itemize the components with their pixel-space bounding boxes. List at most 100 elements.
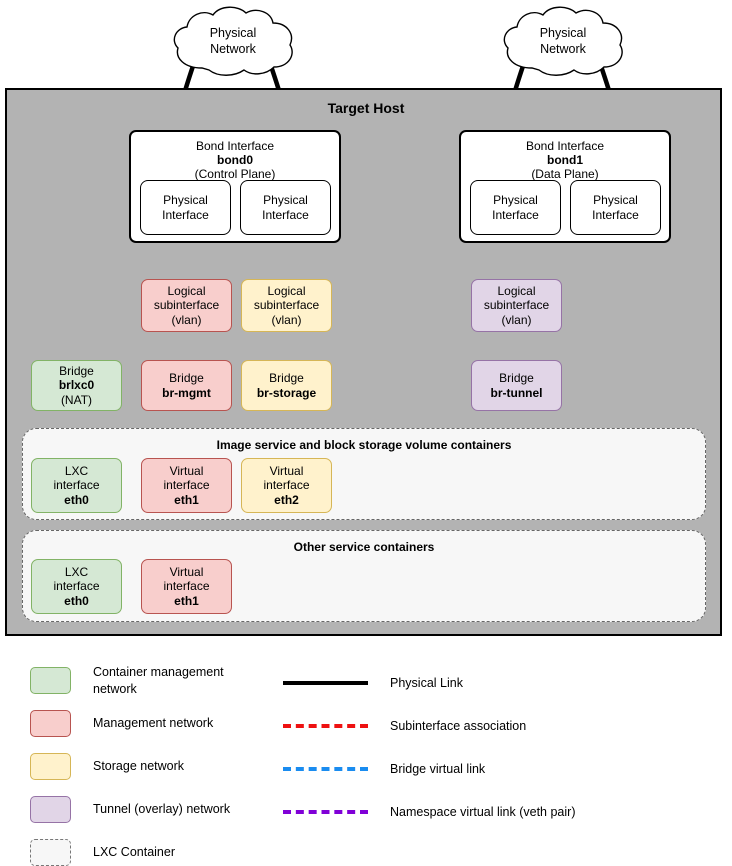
bond1-id: bond1: [547, 153, 583, 168]
img-block-virtual-interface-eth1: Virtual interface eth1: [141, 458, 232, 513]
container-group-image-block: Image service and block storage volume c…: [22, 428, 706, 520]
img-eth0-line2: interface: [53, 478, 100, 493]
legend: Container management network Management …: [0, 648, 732, 866]
bond0-role: (Control Plane): [194, 167, 276, 182]
img-eth1-dev: eth1: [174, 492, 199, 507]
legend-item-namespace-veth: Namespace virtual link (veth pair): [283, 804, 723, 821]
legend-item-subinterface-assoc: Subinterface association: [283, 718, 703, 735]
other-services-lxc-interface-eth0: LXC interface eth0: [31, 559, 122, 614]
img-eth0-dev: eth0: [64, 492, 89, 507]
bond0-phy2-line2: Interface: [262, 207, 309, 222]
container-group-other-services-title: Other service containers: [293, 540, 435, 554]
bond1-physical-interface-1: Physical Interface: [470, 180, 561, 235]
brmgmt-label: Bridge: [169, 371, 204, 386]
subif-tunnel-line3: (vlan): [501, 312, 532, 327]
logical-subinterface-tunnel: Logical subinterface (vlan): [471, 279, 562, 332]
bond1-phy2-line2: Interface: [592, 207, 639, 222]
cloud-physical-network-right: Physical Network: [498, 6, 628, 78]
cloud-physical-network-left: Physical Network: [168, 6, 298, 78]
bond1-phy1-line2: Interface: [492, 207, 539, 222]
subif-mgmt-line2: subinterface: [153, 298, 220, 313]
cloud-left-line1: Physical: [209, 26, 257, 41]
logical-subinterface-storage: Logical subinterface (vlan): [241, 279, 332, 332]
img-block-virtual-interface-eth2: Virtual interface eth2: [241, 458, 332, 513]
img-eth2-dev: eth2: [274, 492, 299, 507]
img-eth1-line1: Virtual: [169, 464, 204, 479]
brmgmt-id: br-mgmt: [162, 385, 211, 400]
img-block-lxc-interface-eth0: LXC interface eth0: [31, 458, 122, 513]
cloud-right-line2: Network: [540, 42, 586, 56]
other-eth0-dev: eth0: [64, 593, 89, 608]
legend-swatch-tunnel-overlay: [30, 796, 71, 823]
subif-tunnel-line2: subinterface: [483, 298, 550, 313]
legend-label-namespace-veth: Namespace virtual link (veth pair): [390, 805, 576, 819]
legend-label-bridge-virtual-link: Bridge virtual link: [390, 762, 486, 776]
legend-label-management: Management network: [93, 716, 214, 731]
legend-item-container-management: Container management network: [30, 664, 280, 697]
legend-item-tunnel-overlay: Tunnel (overlay) network: [30, 796, 290, 823]
bond0-title: Bond Interface: [195, 139, 275, 153]
img-eth2-line1: Virtual: [269, 464, 304, 479]
brtunnel-id: br-tunnel: [490, 385, 543, 400]
other-eth1-line1: Virtual: [169, 565, 204, 580]
cloud-shape-icon: [503, 6, 623, 76]
other-services-virtual-interface-eth1: Virtual interface eth1: [141, 559, 232, 614]
legend-item-bridge-virtual-link: Bridge virtual link: [283, 761, 703, 778]
cloud-right-caption: Physical Network: [498, 6, 628, 78]
legend-swatch-storage: [30, 753, 71, 780]
bond0-physical-interface-1: Physical Interface: [140, 180, 231, 235]
bond1-title: Bond Interface: [525, 139, 605, 153]
bond1-phy2-line1: Physical: [593, 193, 638, 208]
img-eth2-line2: interface: [263, 478, 310, 493]
legend-label-physical-link: Physical Link: [390, 676, 463, 690]
bridge-brlxc0: Bridge brlxc0 (NAT): [31, 360, 122, 411]
legend-line-bridge-virtual-link: [283, 767, 368, 772]
brlxc0-id: brlxc0: [58, 378, 95, 393]
subif-storage-line2: subinterface: [253, 298, 320, 313]
legend-label-tunnel-overlay: Tunnel (overlay) network: [93, 802, 231, 817]
legend-item-storage: Storage network: [30, 753, 280, 780]
bond0-id: bond0: [217, 153, 253, 168]
bond1-phy1-line1: Physical: [493, 193, 538, 208]
legend-label-subinterface-assoc: Subinterface association: [390, 719, 527, 733]
cloud-left-line2: Network: [210, 42, 256, 56]
subif-tunnel-line1: Logical: [497, 284, 536, 299]
bridge-br-storage: Bridge br-storage: [241, 360, 332, 411]
cloud-shape-icon: [173, 6, 293, 76]
bond0-phy1-line2: Interface: [162, 207, 209, 222]
other-eth1-dev: eth1: [174, 593, 199, 608]
container-group-other-services: Other service containers: [22, 530, 706, 622]
brlxc0-label: Bridge: [59, 364, 94, 379]
bond1-physical-interface-2: Physical Interface: [570, 180, 661, 235]
bond0-phy1-line1: Physical: [163, 193, 208, 208]
legend-label-container-management: Container management network: [93, 665, 224, 696]
bridge-br-tunnel: Bridge br-tunnel: [471, 360, 562, 411]
legend-item-physical-link: Physical Link: [283, 675, 703, 692]
brstorage-id: br-storage: [256, 385, 317, 400]
img-eth1-line2: interface: [163, 478, 210, 493]
subif-storage-line1: Logical: [267, 284, 306, 299]
brlxc0-note: (NAT): [60, 392, 93, 407]
brstorage-label: Bridge: [269, 371, 304, 386]
subif-mgmt-line1: Logical: [167, 284, 206, 299]
legend-swatch-management: [30, 710, 71, 737]
img-eth0-line1: LXC: [64, 464, 89, 479]
legend-swatch-lxc-container: [30, 839, 71, 866]
logical-subinterface-mgmt: Logical subinterface (vlan): [141, 279, 232, 332]
bond0-phy2-line1: Physical: [263, 193, 308, 208]
legend-item-management: Management network: [30, 710, 280, 737]
container-group-image-block-title: Image service and block storage volume c…: [216, 438, 512, 452]
bond0-physical-interface-2: Physical Interface: [240, 180, 331, 235]
subif-storage-line3: (vlan): [271, 312, 302, 327]
page-title: Target Host: [327, 100, 405, 116]
cloud-left-caption: Physical Network: [168, 6, 298, 78]
subif-mgmt-line3: (vlan): [171, 312, 202, 327]
legend-line-namespace-veth: [283, 810, 368, 815]
other-eth0-line2: interface: [53, 579, 100, 594]
legend-label-storage: Storage network: [93, 759, 185, 774]
brtunnel-label: Bridge: [499, 371, 534, 386]
other-eth0-line1: LXC: [64, 565, 89, 580]
other-eth1-line2: interface: [163, 579, 210, 594]
legend-item-lxc-container: LXC Container: [30, 839, 280, 866]
